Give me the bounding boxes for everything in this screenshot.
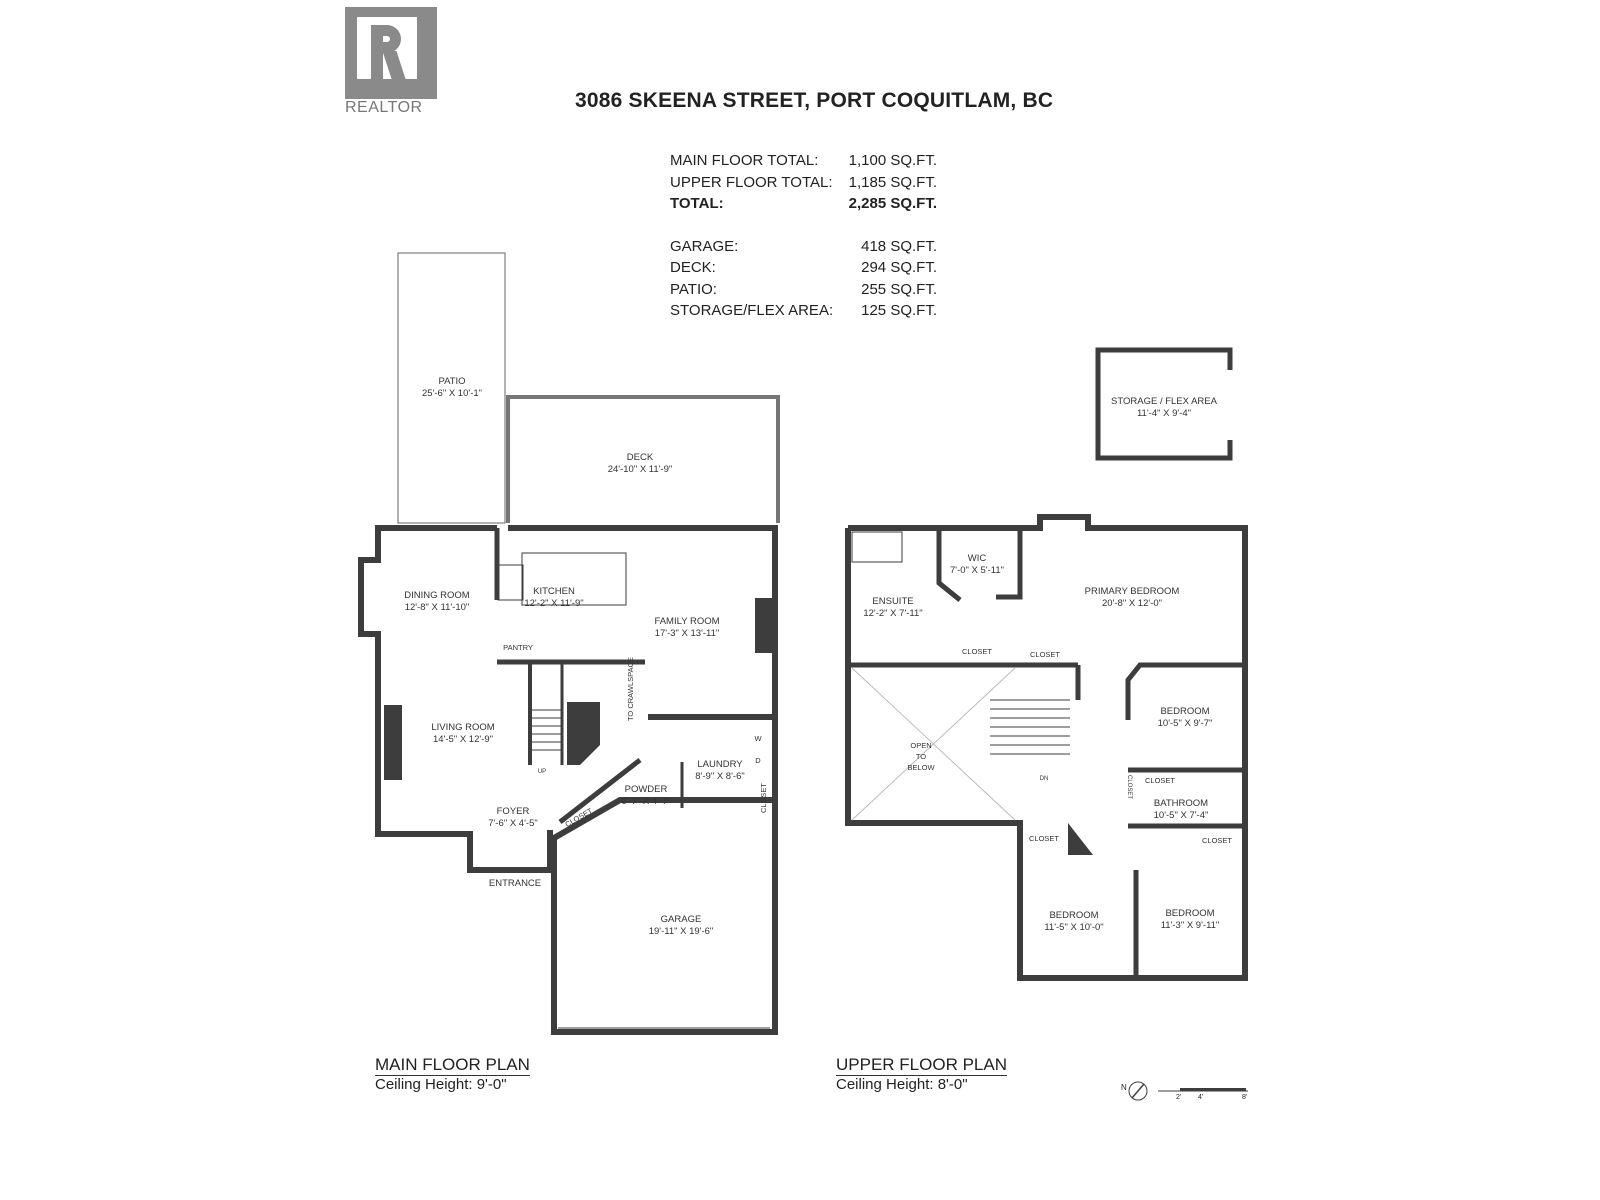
label-crawlspace: TO CRAWLSPACE <box>626 656 635 722</box>
upper-floor-walls <box>845 514 1248 981</box>
label-closet: CLOSET <box>961 647 993 656</box>
stat-total: TOTAL:2,285 SQ.FT. <box>670 195 937 212</box>
label-closet-garage: CLOSET <box>759 782 768 814</box>
realtor-logo-mark <box>345 7 437 99</box>
realtor-logo: REALTOR <box>345 7 437 117</box>
label-closet: CLOSET <box>1126 774 1132 800</box>
property-address: 3086 SKEENA STREET, PORT COQUITLAM, BC <box>575 89 1054 112</box>
deck-outline <box>506 395 780 523</box>
label-closet: CLOSET <box>1144 776 1176 785</box>
label-closet: CLOSET <box>1028 834 1060 843</box>
stat-main-floor: MAIN FLOOR TOTAL:1,100 SQ.FT. <box>670 152 937 169</box>
stat-storage: STORAGE/FLEX AREA:125 SQ.FT. <box>670 302 937 319</box>
storage-walls <box>1095 347 1233 461</box>
stat-patio: PATIO:255 SQ.FT. <box>670 280 937 298</box>
label-entrance: ENTRANCE <box>488 878 542 889</box>
label-up: UP <box>537 769 547 775</box>
main-floor-title: MAIN FLOOR PLAN Ceiling Height: 9'-0" <box>375 1055 530 1093</box>
stat-garage: GARAGE:418 SQ.FT. <box>670 237 937 255</box>
label-dryer: D <box>755 756 761 765</box>
label-washer: W <box>754 734 762 743</box>
label-closet: CLOSET <box>1029 650 1061 659</box>
realtor-logo-text: REALTOR <box>345 99 423 116</box>
patio-outline <box>397 252 506 524</box>
main-floor-walls <box>358 525 553 873</box>
label-dn: DN <box>1039 776 1049 782</box>
stat-deck: DECK:294 SQ.FT. <box>670 259 937 276</box>
compass-icon <box>1128 1081 1148 1101</box>
scale-tick-2: 2' <box>1176 1094 1182 1101</box>
scale-tick-8: 8' <box>1242 1094 1248 1101</box>
stat-upper-floor: UPPER FLOOR TOTAL:1,185 SQ.FT. <box>670 173 937 191</box>
label-closet: CLOSET <box>1201 836 1233 845</box>
label-pantry: PANTRY <box>503 643 533 652</box>
area-summary: MAIN FLOOR TOTAL:1,100 SQ.FT. UPPER FLOO… <box>670 150 937 322</box>
scale-tick-4: 4' <box>1198 1094 1204 1101</box>
upper-floor-title: UPPER FLOOR PLAN Ceiling Height: 8'-0" <box>836 1055 1007 1093</box>
north-label: N <box>1121 1083 1127 1092</box>
